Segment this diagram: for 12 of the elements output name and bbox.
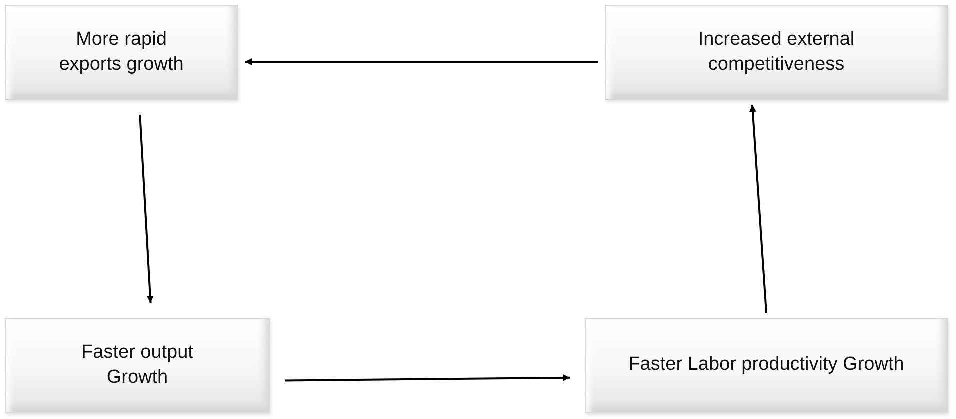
node-label: More rapid exports growth: [58, 28, 185, 76]
process-box: [5, 318, 270, 413]
arrow: [139, 114, 154, 304]
arrow: [749, 104, 768, 314]
node-label: Faster Labor productivity Growth: [628, 353, 904, 378]
process-box: [5, 5, 238, 100]
arrow: [245, 58, 598, 66]
node-label: Increased external competitiveness: [697, 28, 856, 76]
node-label: Faster output Growth: [80, 340, 194, 390]
arrow: [285, 374, 570, 382]
process-box: [585, 318, 948, 413]
process-box: [605, 5, 948, 100]
